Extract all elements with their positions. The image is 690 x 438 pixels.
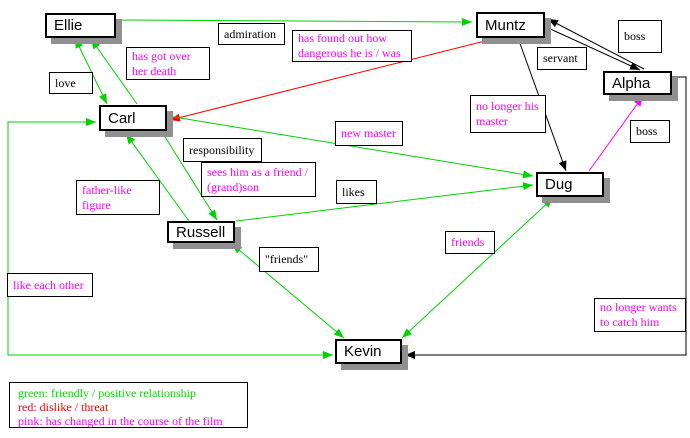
label-friends-pink: friends	[445, 231, 495, 254]
label-new-master: new master	[335, 121, 403, 146]
edge-alpha-muntz-servant	[547, 18, 645, 70]
legend-red: red: dislike / threat	[18, 400, 109, 414]
label-sees-as-friend: sees him as a friend / (grand)son	[201, 162, 316, 197]
legend-pink: pink: has changed in the course of the f…	[18, 414, 223, 428]
edge-carl-kevin-like-each-other	[7, 118, 333, 359]
label-friends-quoted: "friends"	[259, 247, 319, 272]
label-boss-top: boss	[618, 20, 662, 53]
edge-dug-kevin-friends	[401, 197, 554, 339]
label-love: love	[49, 72, 93, 94]
label-no-longer-master: no longer his master	[470, 95, 546, 133]
legend-box: green: friendly / positive relationship …	[9, 382, 248, 428]
node-russell: Russell	[167, 221, 235, 243]
label-got-over-death: has got over her death	[126, 47, 210, 80]
label-likes: likes	[336, 180, 377, 204]
edge-alpha-kevin-no-longer-catch	[405, 76, 687, 359]
node-kevin: Kevin	[335, 339, 402, 364]
node-ellie: Ellie	[45, 13, 116, 38]
edge-ellie-carl-love	[74, 37, 108, 105]
edge-carl-muntz-threat	[169, 35, 502, 122]
node-dug: Dug	[536, 172, 604, 197]
edge-dug-alpha-boss	[588, 95, 644, 172]
label-father-like: father-like figure	[76, 180, 160, 215]
label-admiration: admiration	[218, 23, 285, 45]
label-no-longer-catch: no longer wants to catch him	[594, 298, 686, 332]
label-responsibility: responsibility	[183, 138, 262, 162]
label-like-each-other: like each other	[7, 273, 93, 297]
edge-ellie-muntz-admiration	[115, 17, 473, 26]
node-carl: Carl	[99, 105, 167, 131]
node-alpha: Alpha	[603, 71, 672, 95]
label-boss-bottom: boss	[630, 120, 670, 143]
label-servant: servant	[537, 47, 587, 70]
label-found-out: has found out how dangerous he is / was	[292, 30, 412, 62]
node-muntz: Muntz	[476, 12, 545, 38]
edge-muntz-alpha-boss	[545, 26, 641, 71]
edge-carl-ellie-got-over-death	[90, 38, 138, 105]
legend-green: green: friendly / positive relationship	[18, 386, 196, 400]
